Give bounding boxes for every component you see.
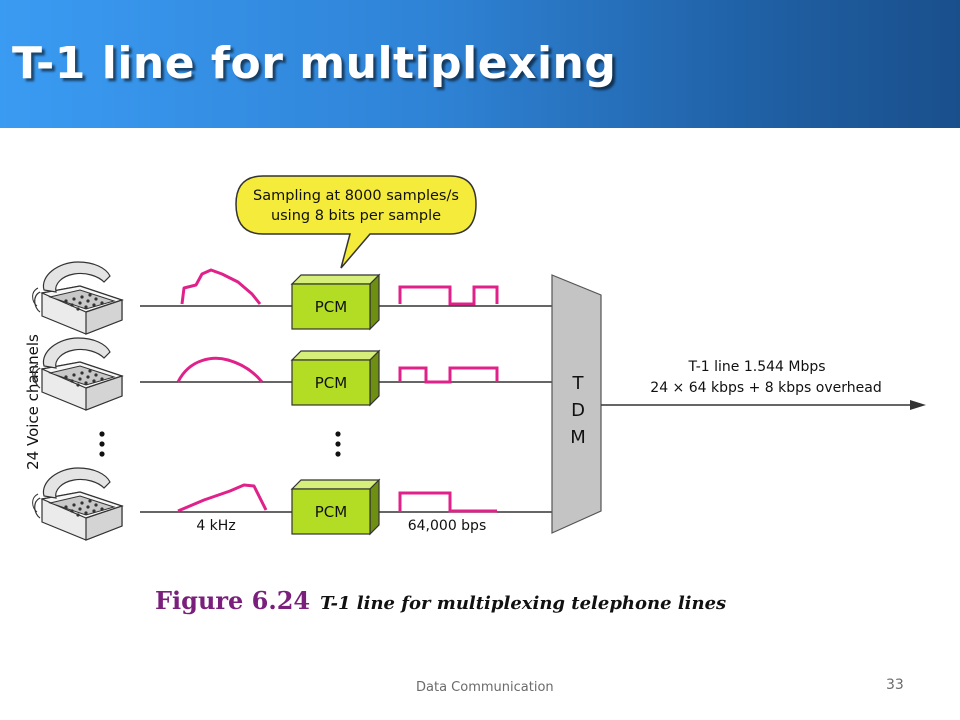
analog-bandwidth-label: 4 kHz (196, 518, 235, 534)
output-overhead-label: 24 × 64 kbps + 8 kbps overhead (650, 380, 881, 396)
telephone-icon (32, 261, 123, 335)
tdm-block (551, 274, 602, 534)
digital-signals (398, 285, 499, 513)
ellipsis-icon (335, 431, 341, 457)
analog-signal-2 (176, 356, 264, 383)
callout-bubble: Sampling at 8000 samples/s using 8 bits … (235, 175, 477, 269)
figure-caption-text: T-1 line for multiplexing telephone line… (320, 593, 727, 614)
pcm-label: PCM (315, 503, 347, 521)
digital-signal-2 (398, 366, 499, 384)
digital-rate-label: 64,000 bps (408, 518, 487, 534)
telephone-icon (32, 337, 123, 411)
digital-signal-1 (398, 285, 499, 306)
title-banner: T-1 line for multiplexing (0, 0, 960, 128)
pcm-box: PCM (291, 479, 380, 535)
pcm-label: PCM (315, 374, 347, 392)
digital-signal-3 (398, 491, 497, 513)
pcm-box: PCM (291, 350, 380, 406)
side-label-voice-channels: 24 Voice channels (24, 334, 42, 470)
pcm-box: PCM (291, 274, 380, 330)
pcm-label: PCM (315, 298, 347, 316)
tdm-letter-m: M (570, 427, 586, 448)
figure-caption: Figure 6.24 T-1 line for multiplexing tel… (155, 586, 726, 615)
analog-signals (176, 268, 268, 513)
telephone-icon (32, 467, 123, 541)
tdm-letter-d: D (571, 400, 585, 421)
analog-signal-3 (177, 483, 268, 513)
output-rate-label: T-1 line 1.544 Mbps (687, 359, 825, 375)
slide-title: T-1 line for multiplexing (12, 38, 617, 89)
analog-signal-1 (180, 268, 262, 305)
arrowhead-icon (910, 400, 926, 410)
callout-line-2: using 8 bits per sample (271, 208, 441, 224)
tdm-letter-t: T (572, 373, 585, 394)
callout-line-1: Sampling at 8000 samples/s (253, 188, 459, 204)
footer-text: Data Communication (416, 680, 554, 695)
ellipsis-icon (99, 431, 105, 457)
page-number: 33 (886, 677, 904, 693)
figure-number: Figure 6.24 (155, 586, 311, 615)
